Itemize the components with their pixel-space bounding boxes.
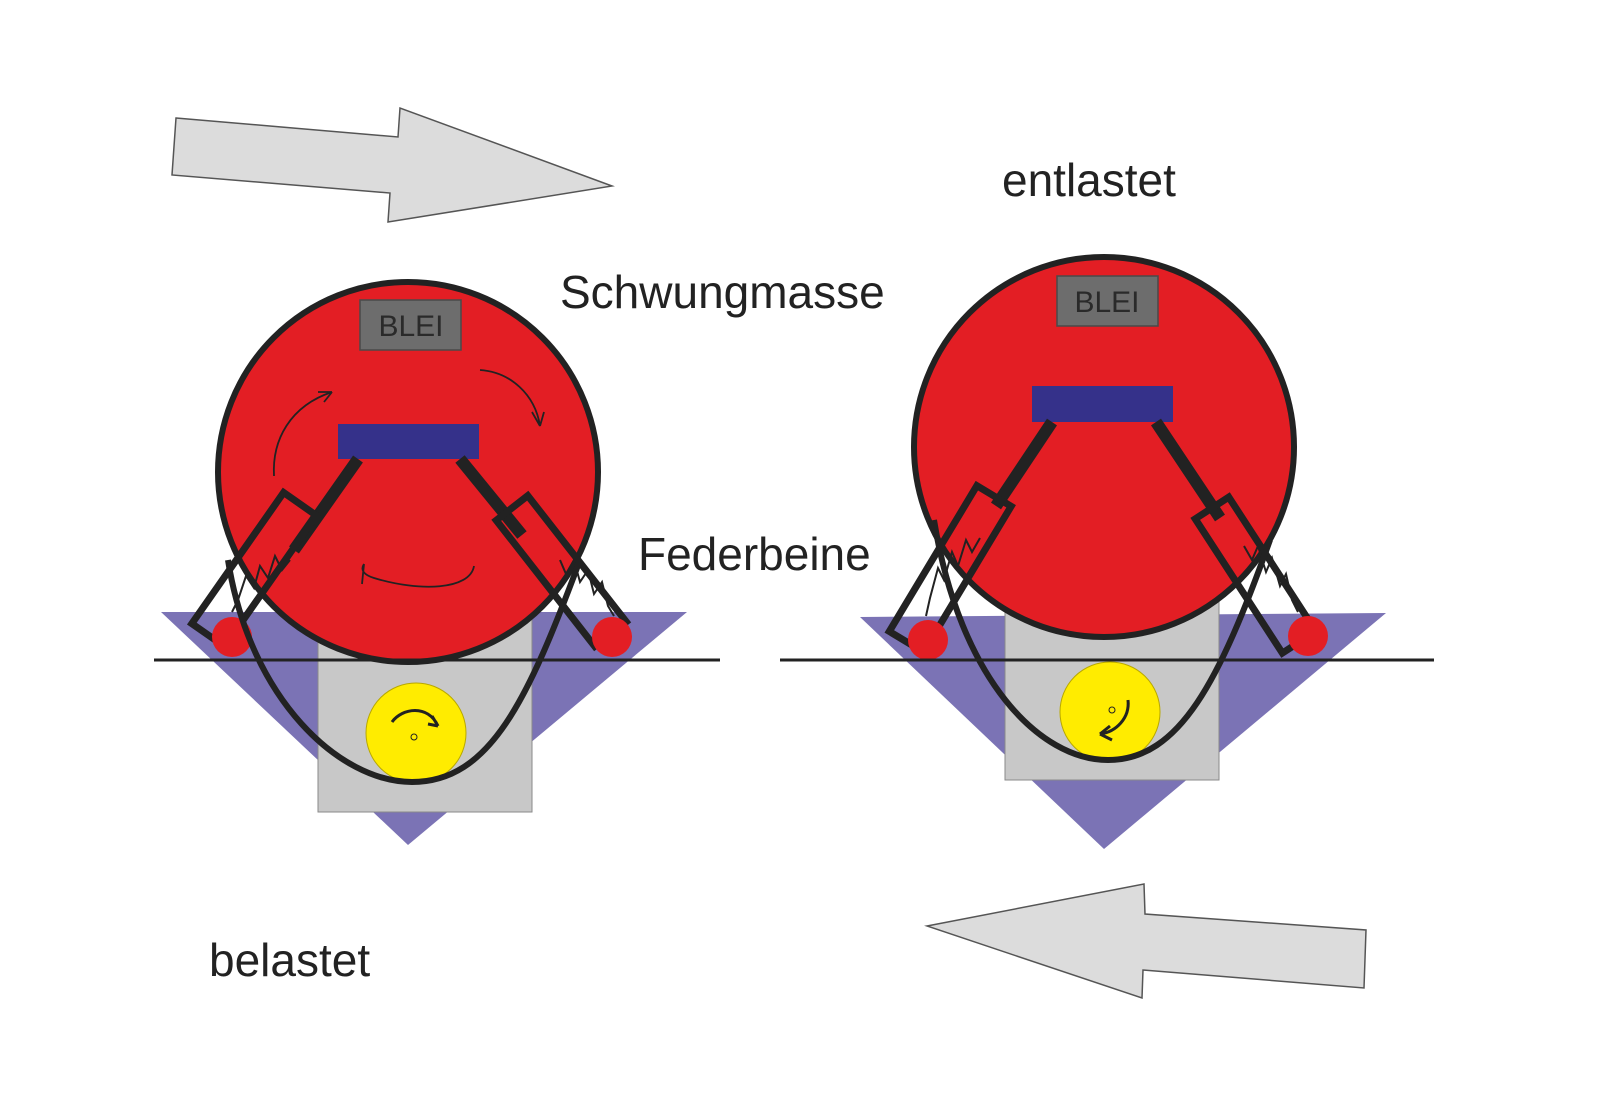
left-mount-bar xyxy=(338,424,479,459)
right-lead-label: BLEI xyxy=(1074,286,1139,319)
right-foot-right xyxy=(1288,616,1328,656)
right-belt-loop xyxy=(931,519,1273,764)
left-spring-coil-2 xyxy=(559,557,615,617)
left-lead-block xyxy=(359,299,462,351)
left-rotation-arrow-icon-2 xyxy=(479,369,545,427)
left-ball-rotation-arrow-icon xyxy=(390,709,440,728)
direction-arrow-left xyxy=(924,883,1367,1000)
left-belt-loop xyxy=(225,558,583,786)
left-foot-right xyxy=(592,617,632,657)
right-strut-rod-1 xyxy=(991,418,1057,510)
right-strut-spring-1 xyxy=(884,480,1016,657)
left-ball xyxy=(365,682,467,784)
label-federbeine: Federbeine xyxy=(638,528,871,580)
right-spring-coil-2 xyxy=(1243,543,1299,613)
right-lead-block xyxy=(1056,275,1159,327)
left-lead-label: BLEI xyxy=(378,310,443,343)
label-schwungmasse: Schwungmasse xyxy=(560,266,885,318)
right-unit: BLEI xyxy=(860,254,1386,849)
right-spring-coil-1 xyxy=(925,537,981,617)
right-strut-rod-2 xyxy=(1151,418,1225,522)
right-foot-left xyxy=(908,620,948,660)
left-rotation-arrow-icon-3 xyxy=(361,563,475,588)
right-mass-circle xyxy=(911,254,1297,640)
left-rotation-arrow-icon-1 xyxy=(273,391,333,477)
right-ball-dot xyxy=(1108,706,1116,714)
left-spring-coil-1 xyxy=(231,553,291,613)
right-ball-rotation-arrow-icon xyxy=(1099,699,1130,742)
label-entlastet: entlastet xyxy=(1002,154,1176,206)
left-strut-rod-2 xyxy=(455,455,527,539)
left-ball-dot xyxy=(410,733,418,741)
direction-arrow-right xyxy=(171,106,615,223)
label-belastet: belastet xyxy=(209,934,370,986)
right-mount-bar xyxy=(1032,386,1173,422)
left-strut-spring-1 xyxy=(186,487,322,652)
left-unit: BLEI xyxy=(161,279,687,845)
left-mass-circle xyxy=(215,279,601,665)
